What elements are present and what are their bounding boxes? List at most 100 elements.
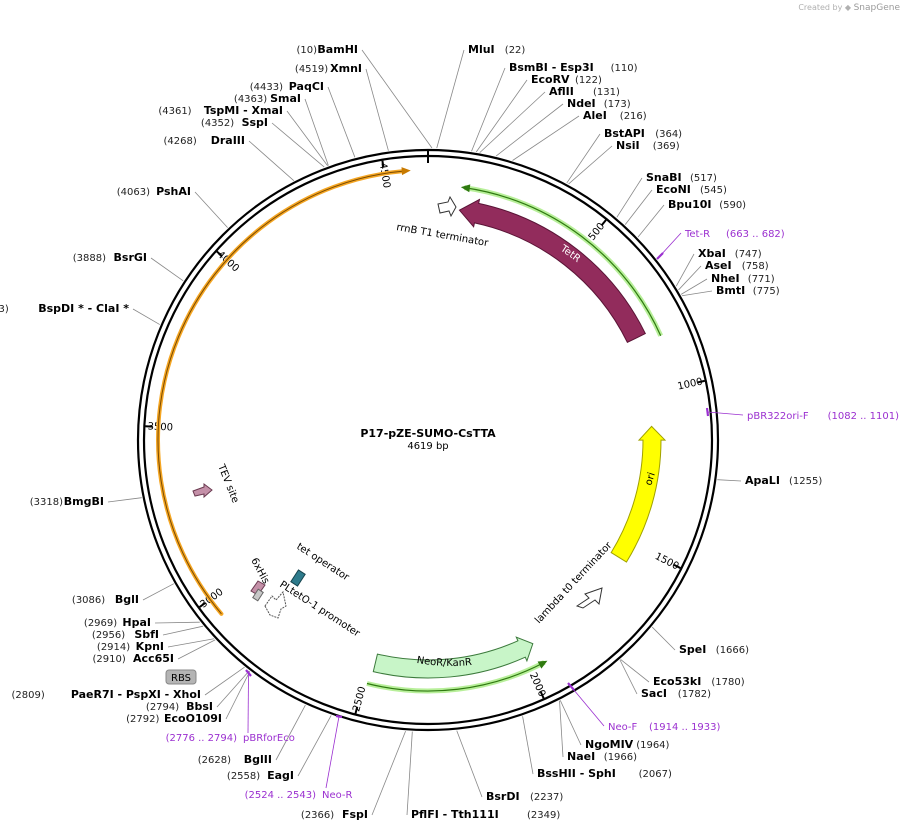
restriction-site[interactable]: Eco53kI(1780) — [653, 675, 745, 688]
tet-operator-box[interactable] — [290, 569, 306, 587]
primer-name: Neo-F — [608, 722, 638, 733]
restriction-site[interactable]: MluI(22) — [468, 43, 525, 56]
primer-range: (1914 .. 1933) — [649, 722, 721, 733]
restriction-site[interactable]: PaeR7I - PspXI - XhoI(2809) — [12, 688, 201, 701]
ruler-label: 500 — [587, 221, 608, 243]
site-position: (4268) — [164, 136, 197, 147]
ori-feature[interactable] — [610, 425, 667, 563]
restriction-site[interactable]: BsrGI(3888) — [73, 251, 147, 264]
restriction-site[interactable]: PflFI - Tth111I (2349) — [411, 808, 560, 821]
restriction-site[interactable]: PshAI(4063) — [117, 185, 191, 198]
restriction-site[interactable]: NaeI(1966) — [567, 750, 637, 763]
restriction-site[interactable]: BglII(2628) — [198, 753, 272, 766]
restriction-site[interactable]: EcoRV(122) — [531, 73, 602, 86]
restriction-site[interactable]: XmnI(4519) — [295, 62, 362, 75]
site-name: NheI — [711, 272, 740, 285]
primer[interactable]: Neo-R(2524 .. 2543) — [245, 790, 353, 801]
site-leader-line — [681, 290, 713, 297]
site-position: (2628) — [198, 755, 231, 766]
restriction-site[interactable]: EagI(2558) — [227, 769, 294, 782]
primer[interactable]: pBR322ori-F(1082 .. 1101) — [747, 411, 899, 422]
site-name: PflFI - Tth111I — [411, 808, 499, 821]
restriction-site[interactable]: ApaLI(1255) — [745, 474, 822, 487]
lambda-terminator-arrow[interactable] — [575, 587, 603, 609]
tev-site-arrow[interactable] — [192, 483, 213, 499]
brand-text: SnapGene — [853, 3, 900, 13]
site-position: (3086) — [72, 595, 105, 606]
site-name: BbsI — [186, 700, 213, 713]
ruler-label: 1500 — [653, 551, 681, 572]
restriction-site[interactable]: FspI(2366) — [301, 808, 368, 821]
restriction-site[interactable]: SmaI(4363) — [234, 92, 301, 105]
site-leader-line — [142, 583, 174, 601]
tetr-feature[interactable] — [458, 198, 647, 344]
restriction-site[interactable]: BsmBI - Esp3I(110) — [509, 61, 638, 74]
site-leader-line — [522, 716, 534, 775]
restriction-site[interactable]: EcoNI(545) — [656, 183, 727, 196]
site-position: (1666) — [716, 645, 749, 656]
restriction-site[interactable]: TspMI - XmaI(4361) — [158, 104, 283, 117]
restriction-site[interactable]: SbfI(2956) — [92, 628, 159, 641]
restriction-site[interactable]: Bpu10I(590) — [668, 198, 746, 211]
restriction-site[interactable]: NsiI(369) — [616, 139, 680, 152]
site-position: (2349) — [527, 810, 560, 821]
neor-kanr-feature[interactable] — [372, 636, 534, 679]
restriction-site[interactable]: NgoMIV(1964) — [585, 738, 670, 751]
site-position: (517) — [690, 173, 717, 184]
restriction-site[interactable]: NdeI(173) — [567, 97, 631, 110]
primer-name: Neo-R — [322, 790, 353, 801]
restriction-site[interactable]: BssHII - SphI(2067) — [537, 767, 672, 780]
site-leader-line — [566, 133, 601, 184]
site-name: SspI — [242, 116, 268, 129]
restriction-site[interactable]: SacI(1782) — [641, 687, 711, 700]
site-position: (173) — [604, 99, 631, 110]
site-position: (758) — [742, 261, 769, 272]
site-name: KpnI — [136, 640, 164, 653]
rbs-badge[interactable] — [165, 669, 197, 685]
restriction-site[interactable]: SpeI(1666) — [679, 643, 749, 656]
restriction-site[interactable]: Acc65I(2910) — [93, 652, 174, 665]
site-name: BmgBI — [64, 495, 104, 508]
site-name: EcoRV — [531, 73, 570, 86]
restriction-site[interactable]: BmgBI(3318) — [30, 495, 104, 508]
restriction-site[interactable]: BspDI * - ClaI *(3763) — [0, 302, 129, 315]
rrnb-terminator-arrow[interactable] — [437, 195, 457, 218]
site-name: AseI — [705, 259, 732, 272]
restriction-site[interactable]: NheI(771) — [711, 272, 775, 285]
site-leader-line — [436, 49, 465, 149]
restriction-site[interactable]: SnaBI (517) — [646, 171, 717, 184]
restriction-site[interactable]: KpnI(2914) — [97, 640, 164, 653]
primer-name: pBRforEco — [243, 733, 295, 744]
restriction-site[interactable]: EcoO109I(2792) — [126, 712, 222, 725]
restriction-site[interactable]: BmtI(775) — [716, 284, 780, 297]
primer-leader-line — [659, 232, 682, 257]
site-position: (2067) — [639, 769, 672, 780]
primer[interactable]: Neo-F (1914 .. 1933) — [608, 722, 721, 733]
restriction-site[interactable]: AleI(216) — [583, 109, 647, 122]
restriction-site[interactable]: HpaI(2969) — [84, 616, 151, 629]
orange-feature-arc[interactable] — [156, 169, 407, 616]
restriction-site[interactable]: AflII(131) — [549, 85, 620, 98]
restriction-site[interactable]: BglI(3086) — [72, 593, 139, 606]
restriction-site[interactable]: AseI (758) — [705, 259, 769, 272]
restriction-site[interactable]: BsrDI(2237) — [486, 790, 563, 803]
primer[interactable]: pBRforEco(2776 .. 2794) — [166, 733, 295, 744]
primer[interactable]: Tet-R(663 .. 682) — [684, 229, 785, 240]
restriction-site[interactable]: DraIII(4268) — [164, 134, 245, 147]
site-leader-line — [678, 265, 702, 291]
site-name: SnaBI — [646, 171, 682, 184]
restriction-site[interactable]: BamHI(10) — [296, 43, 358, 56]
restriction-site[interactable]: BstAPI(364) — [604, 127, 682, 140]
pltet-promoter-arrow[interactable] — [264, 590, 287, 619]
restriction-site[interactable]: SspI(4352) — [201, 116, 268, 129]
restriction-site[interactable]: PaqCI(4433) — [250, 80, 324, 93]
restriction-site[interactable]: BbsI(2794) — [146, 700, 213, 713]
tev-site-label: TEV site — [215, 462, 241, 505]
site-position: (1782) — [678, 689, 711, 700]
site-leader-line — [675, 253, 695, 287]
site-position: (10) — [296, 45, 317, 56]
site-leader-line — [107, 497, 142, 503]
site-name: EagI — [267, 769, 294, 782]
restriction-site[interactable]: XbaI(747) — [698, 247, 762, 260]
